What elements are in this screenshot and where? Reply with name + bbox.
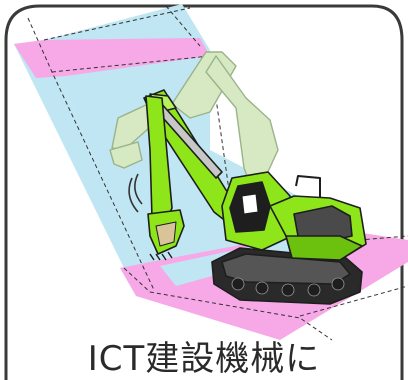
card-frame bbox=[4, 4, 404, 380]
motion-arc-icon bbox=[128, 173, 143, 213]
excavator-icon bbox=[143, 89, 367, 305]
caption-text: ICT建設機械に bbox=[87, 339, 321, 379]
